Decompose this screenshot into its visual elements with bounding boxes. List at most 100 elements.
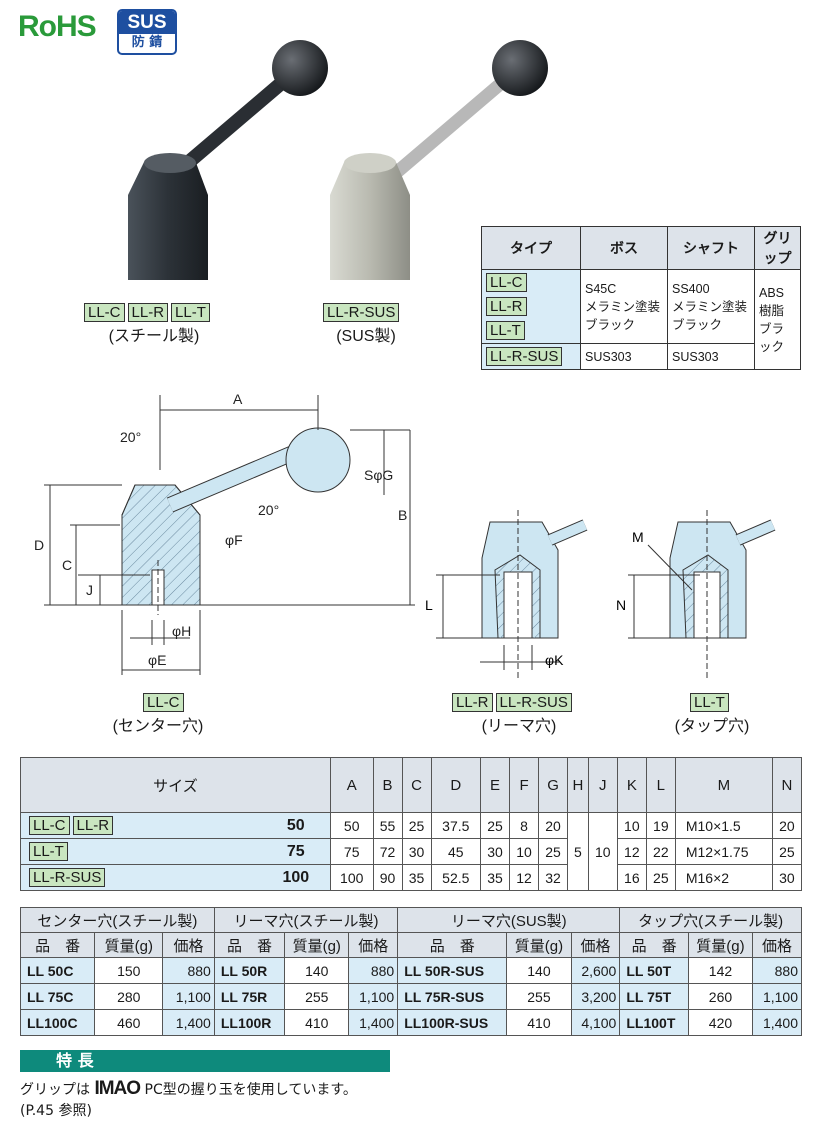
size-tag: LL-T (29, 842, 68, 861)
group-reamer-steel: リーマ穴(スチール製) (213, 907, 399, 933)
col-b: B (372, 757, 403, 813)
drawing-caption-ll-t: (タップ穴) (674, 718, 750, 735)
size-cell: 45 (430, 838, 482, 865)
price: 880 (752, 957, 802, 984)
part-number: LL 50R-SUS (397, 957, 508, 984)
col-d: D (430, 757, 482, 813)
sub-part-no: 品 番 (397, 932, 508, 958)
col-f: F (509, 757, 540, 813)
tag-ll-c-drawing: LL-C (143, 693, 184, 712)
mat-grip: ABS樹脂 ブラック (754, 269, 801, 370)
mass: 140 (506, 957, 572, 984)
mat-grip-line: ABS樹脂 (759, 285, 785, 318)
drawing-labels-ll-c: A B D C J SφG φF φH φE 20° 20° (34, 391, 407, 668)
size-cell: 25 (771, 838, 803, 865)
part-number: LL100R-SUS (397, 1009, 508, 1036)
size-tag: LL-R-SUS (29, 868, 106, 887)
size-tag: LL-R (72, 816, 114, 835)
mat-tag-ll-t: LL-T (486, 321, 525, 340)
part-number: LL100R (213, 1009, 286, 1036)
part-number: LL 75C (19, 983, 96, 1010)
size-cell: 75 (329, 838, 374, 865)
part-number: LL100C (19, 1009, 96, 1036)
size-cell: 35 (480, 864, 511, 891)
sub-mass: 質量(g) (284, 932, 350, 958)
label-h: φH (172, 623, 191, 639)
photo-tags-sus: LL-R-SUS (323, 302, 402, 322)
price: 4,100 (570, 1009, 621, 1036)
size-cell: 100 (329, 864, 374, 891)
mass: 142 (687, 957, 754, 984)
size-cell: 8 (509, 812, 540, 839)
part-number: LL100T (619, 1009, 689, 1036)
size-cell: 37.5 (430, 812, 482, 839)
tag-ll-r-sus: LL-R-SUS (323, 303, 400, 322)
photo-caption-steel: (スチール製) (108, 328, 200, 345)
size-cell: 25 (645, 864, 676, 891)
price: 880 (162, 957, 215, 984)
group-tap-steel: タップ穴(スチール製) (619, 907, 802, 933)
product-photo-sus (330, 40, 548, 280)
mat-tag-ll-r-sus: LL-R-SUS (486, 347, 563, 366)
col-e: E (480, 757, 511, 813)
col-g: G (538, 757, 569, 813)
size-value: 75 (261, 838, 331, 865)
price: 1,400 (162, 1009, 215, 1036)
mat-types-steel: LL-C LL-R LL-T (481, 269, 581, 344)
size-cell: M10×1.5 (674, 812, 773, 839)
size-cell: 52.5 (430, 864, 482, 891)
sus-badge-bottom: 防 錆 (131, 35, 163, 50)
size-cell: 90 (372, 864, 403, 891)
size-cell: 30 (480, 838, 511, 865)
features-text-before: グリップは (20, 1082, 90, 1098)
size-cell: 50 (329, 812, 374, 839)
size-row: LL-R-SUS 100 100 90 35 52.5 35 12 32 16 … (19, 864, 803, 891)
label-b: B (398, 507, 407, 523)
features-text: グリップは IMAO PC型の握り玉を使用しています。 (20, 1078, 357, 1100)
price: 1,100 (162, 983, 215, 1010)
mat-shaft-line: SS400 (672, 281, 710, 296)
label-j: J (86, 582, 93, 598)
group-center-steel: センター穴(スチール製) (20, 907, 215, 933)
size-cell: 30 (771, 864, 803, 891)
mass: 255 (284, 983, 350, 1010)
sub-price: 価格 (752, 932, 802, 958)
imao-logo: IMAO (94, 1078, 141, 1099)
mass: 140 (284, 957, 350, 984)
label-k: φK (545, 652, 564, 668)
size-cell: 19 (645, 812, 676, 839)
drawing-ll-t (628, 510, 776, 680)
mat-boss-steel: S45C メラミン塗装 ブラック (580, 269, 668, 344)
sub-part-no: 品 番 (619, 932, 689, 958)
mat-header-type: タイプ (481, 226, 581, 270)
size-cell: 25 (480, 812, 511, 839)
size-tag: LL-C (29, 816, 70, 835)
drawing-tag-ll-t: LL-T (690, 692, 732, 712)
tag-ll-t-drawing: LL-T (690, 693, 729, 712)
sub-part-no: 品 番 (19, 932, 96, 958)
label-c: C (62, 557, 72, 573)
group-reamer-sus: リーマ穴(SUS製) (397, 907, 621, 933)
size-row: LL-T 75 75 72 30 45 30 10 25 12 22 M12×1… (19, 838, 803, 865)
mat-shaft-line: メラミン塗装 (672, 299, 748, 314)
mass: 420 (687, 1009, 754, 1036)
sub-mass: 質量(g) (506, 932, 572, 958)
label-sg: SφG (364, 467, 393, 483)
product-photo-steel (128, 40, 328, 280)
size-cell: 30 (401, 838, 432, 865)
size-cell: 12 (509, 864, 540, 891)
mass: 280 (94, 983, 164, 1010)
size-cell: 35 (401, 864, 432, 891)
features-title: 特 長 (56, 1051, 94, 1070)
rohs-logo: RoHS (18, 10, 97, 43)
mat-boss-sus: SUS303 (580, 343, 668, 370)
label-m: M (632, 529, 644, 545)
size-cell: 72 (372, 838, 403, 865)
size-cell: 10 (616, 812, 647, 839)
